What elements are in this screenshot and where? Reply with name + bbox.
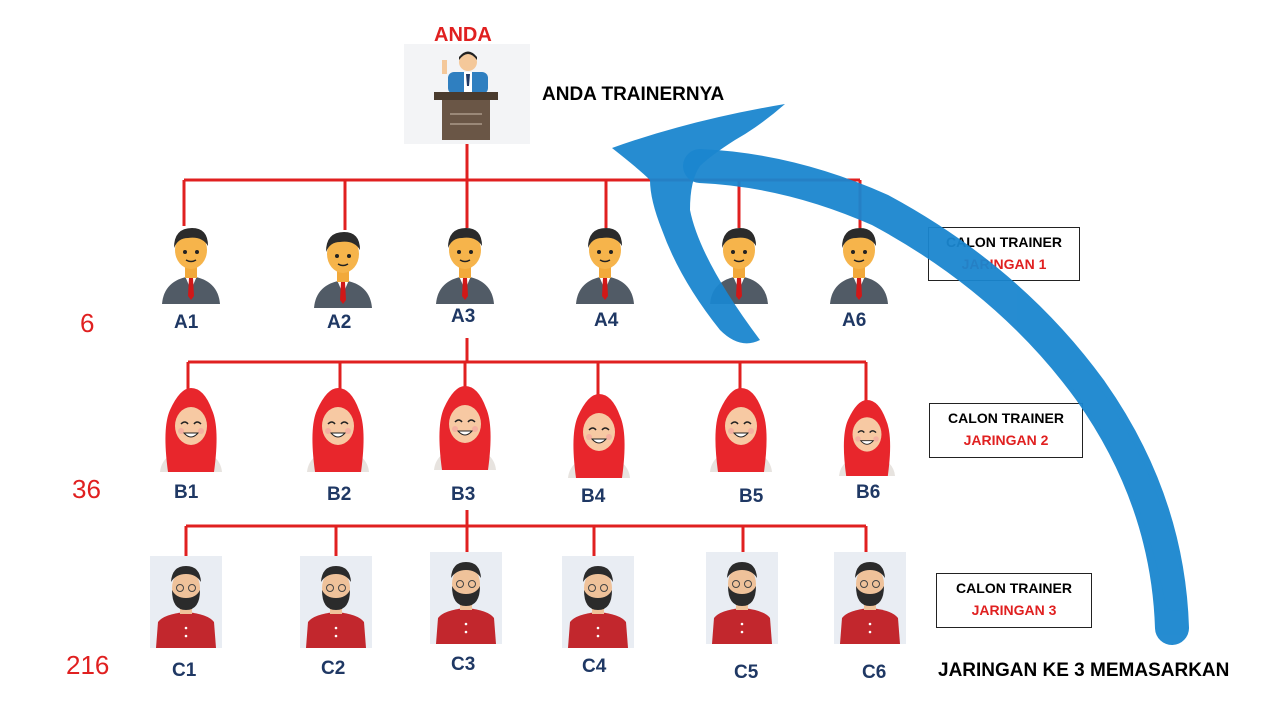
businessman-icon <box>162 228 220 304</box>
node-label: B5 <box>739 486 764 507</box>
box-subtitle: JARINGAN 3 <box>971 602 1057 618</box>
box-title: CALON TRAINER <box>948 410 1064 426</box>
level-1-count: 6 <box>80 308 95 338</box>
node-label: A2 <box>327 312 352 333</box>
node-label: A3 <box>451 306 476 327</box>
box-title: CALON TRAINER <box>956 580 1072 596</box>
node-label: C2 <box>321 658 346 679</box>
level-2-count: 36 <box>72 474 101 504</box>
level-2-box: CALON TRAINER JARINGAN 2 <box>929 403 1083 458</box>
bearded-man-icon <box>300 556 372 648</box>
trainer-podium-icon <box>404 44 530 144</box>
hijab-woman-icon <box>568 394 630 478</box>
businessman-icon <box>314 232 372 308</box>
node-label: A6 <box>842 310 867 331</box>
level-3-count: 216 <box>66 650 110 680</box>
hijab-woman-icon <box>710 388 772 472</box>
footer-text: JARINGAN KE 3 MEMASARKAN <box>938 660 1230 681</box>
bearded-man-icon <box>430 552 502 644</box>
bearded-man-icon <box>706 552 778 644</box>
node-label: B4 <box>581 486 606 507</box>
hijab-woman-icon <box>307 388 369 472</box>
bearded-man-icon <box>562 556 634 648</box>
node-label: C4 <box>582 656 607 677</box>
node-label: B1 <box>174 482 199 503</box>
node-label: B3 <box>451 484 476 505</box>
top-caption: ANDA TRAINERNYA <box>542 84 725 105</box>
node-label: A1 <box>174 312 199 333</box>
businessman-icon <box>576 228 634 304</box>
bearded-man-icon <box>834 552 906 644</box>
businessman-icon <box>436 228 494 304</box>
top-node-label: ANDA <box>434 24 492 46</box>
level-3-box: CALON TRAINER JARINGAN 3 <box>936 573 1092 628</box>
node-label: C6 <box>862 662 887 683</box>
node-label: A4 <box>594 310 619 331</box>
businessman-icon <box>830 228 888 304</box>
node-label: B6 <box>856 482 881 503</box>
hijab-woman-icon <box>838 400 896 476</box>
node-label: C1 <box>172 660 197 681</box>
hijab-woman-icon <box>434 386 496 470</box>
node-label: C3 <box>451 654 476 675</box>
node-label: C5 <box>734 662 759 683</box>
node-label: B2 <box>327 484 352 505</box>
businessman-icon <box>710 228 768 304</box>
box-subtitle: JARINGAN 2 <box>963 432 1049 448</box>
box-title: CALON TRAINER <box>946 234 1062 250</box>
hijab-woman-icon <box>160 388 222 472</box>
bearded-man-icon <box>150 556 222 648</box>
